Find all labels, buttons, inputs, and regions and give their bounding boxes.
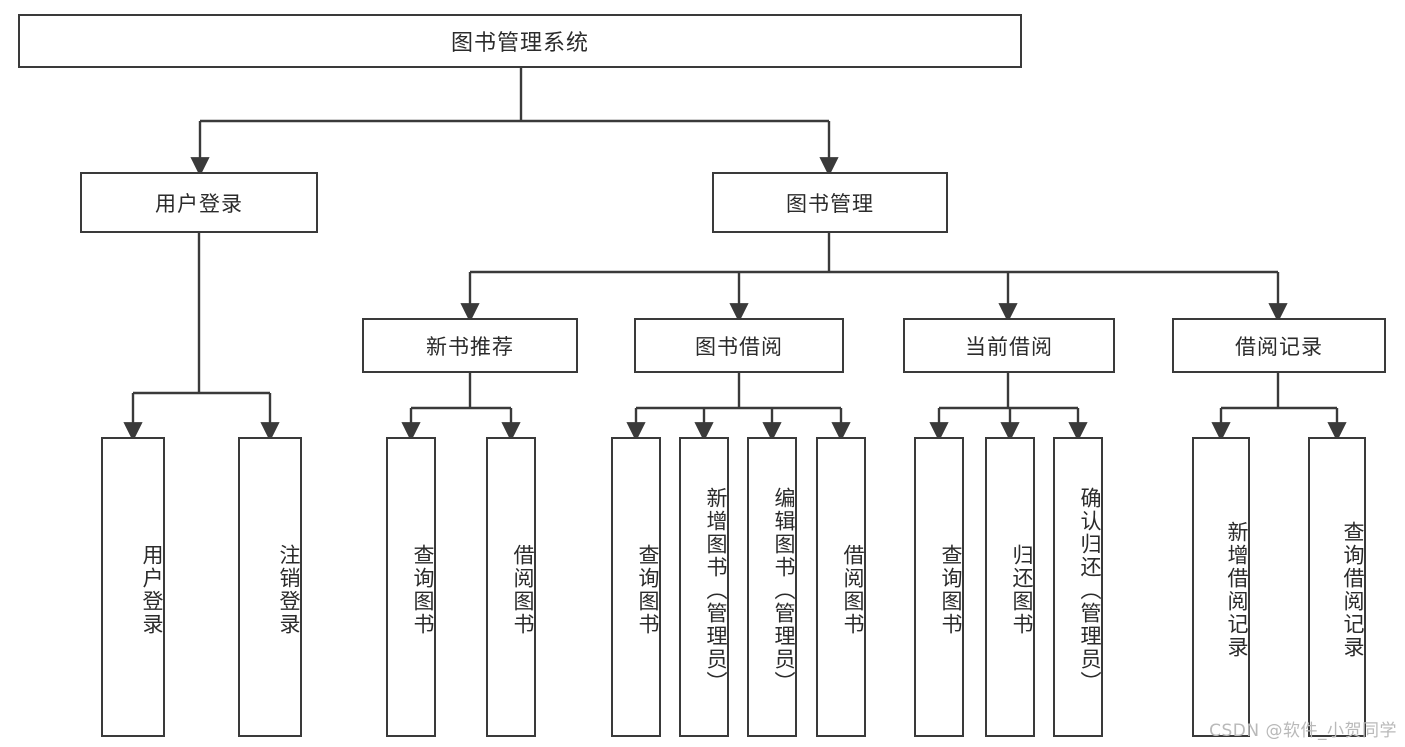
watermark: CSDN @软件_小贺同学: [1209, 721, 1397, 741]
node-label: 用户登录: [155, 191, 243, 216]
node-label: 用户登录: [140, 544, 164, 636]
node-label: 查询借阅记录: [1341, 521, 1365, 659]
node-label: 新增图书（管理员）: [704, 486, 728, 694]
node-new-book-recommend[interactable]: 新书推荐: [362, 318, 578, 373]
node-label: 图书借阅: [695, 334, 783, 359]
node-label: 查询图书: [939, 544, 963, 636]
node-label: 确认归还（管理员）: [1078, 486, 1102, 694]
leaf-query-book-borrow[interactable]: 查询图书: [611, 437, 661, 737]
leaf-add-book-admin[interactable]: 新增图书（管理员）: [679, 437, 729, 737]
leaf-confirm-return-admin[interactable]: 确认归还（管理员）: [1053, 437, 1103, 737]
node-current-borrow[interactable]: 当前借阅: [903, 318, 1115, 373]
node-book-borrow[interactable]: 图书借阅: [634, 318, 844, 373]
leaf-query-borrow-record[interactable]: 查询借阅记录: [1308, 437, 1366, 737]
node-label: 编辑图书（管理员）: [772, 486, 796, 694]
node-label: 注销登录: [277, 544, 301, 636]
leaf-return-book[interactable]: 归还图书: [985, 437, 1035, 737]
node-label: 查询图书: [411, 544, 435, 636]
leaf-query-book-current[interactable]: 查询图书: [914, 437, 964, 737]
node-root[interactable]: 图书管理系统: [18, 14, 1022, 68]
node-user-login[interactable]: 用户登录: [80, 172, 318, 233]
node-label: 图书管理: [786, 191, 874, 216]
leaf-borrow-book-recommend[interactable]: 借阅图书: [486, 437, 536, 737]
node-label: 新书推荐: [426, 334, 514, 359]
node-label: 借阅图书: [841, 544, 865, 636]
leaf-logout[interactable]: 注销登录: [238, 437, 302, 737]
node-borrow-record[interactable]: 借阅记录: [1172, 318, 1386, 373]
leaf-user-login[interactable]: 用户登录: [101, 437, 165, 737]
node-label: 图书管理系统: [450, 31, 589, 56]
leaf-edit-book-admin[interactable]: 编辑图书（管理员）: [747, 437, 797, 737]
node-label: 归还图书: [1010, 544, 1034, 636]
node-label: 借阅图书: [511, 544, 535, 636]
node-label: 借阅记录: [1235, 334, 1323, 359]
leaf-query-book-recommend[interactable]: 查询图书: [386, 437, 436, 737]
leaf-borrow-book[interactable]: 借阅图书: [816, 437, 866, 737]
node-label: 查询图书: [636, 544, 660, 636]
node-book-management[interactable]: 图书管理: [712, 172, 948, 233]
node-label: 新增借阅记录: [1225, 521, 1249, 659]
leaf-add-borrow-record[interactable]: 新增借阅记录: [1192, 437, 1250, 737]
node-label: 当前借阅: [965, 334, 1053, 359]
